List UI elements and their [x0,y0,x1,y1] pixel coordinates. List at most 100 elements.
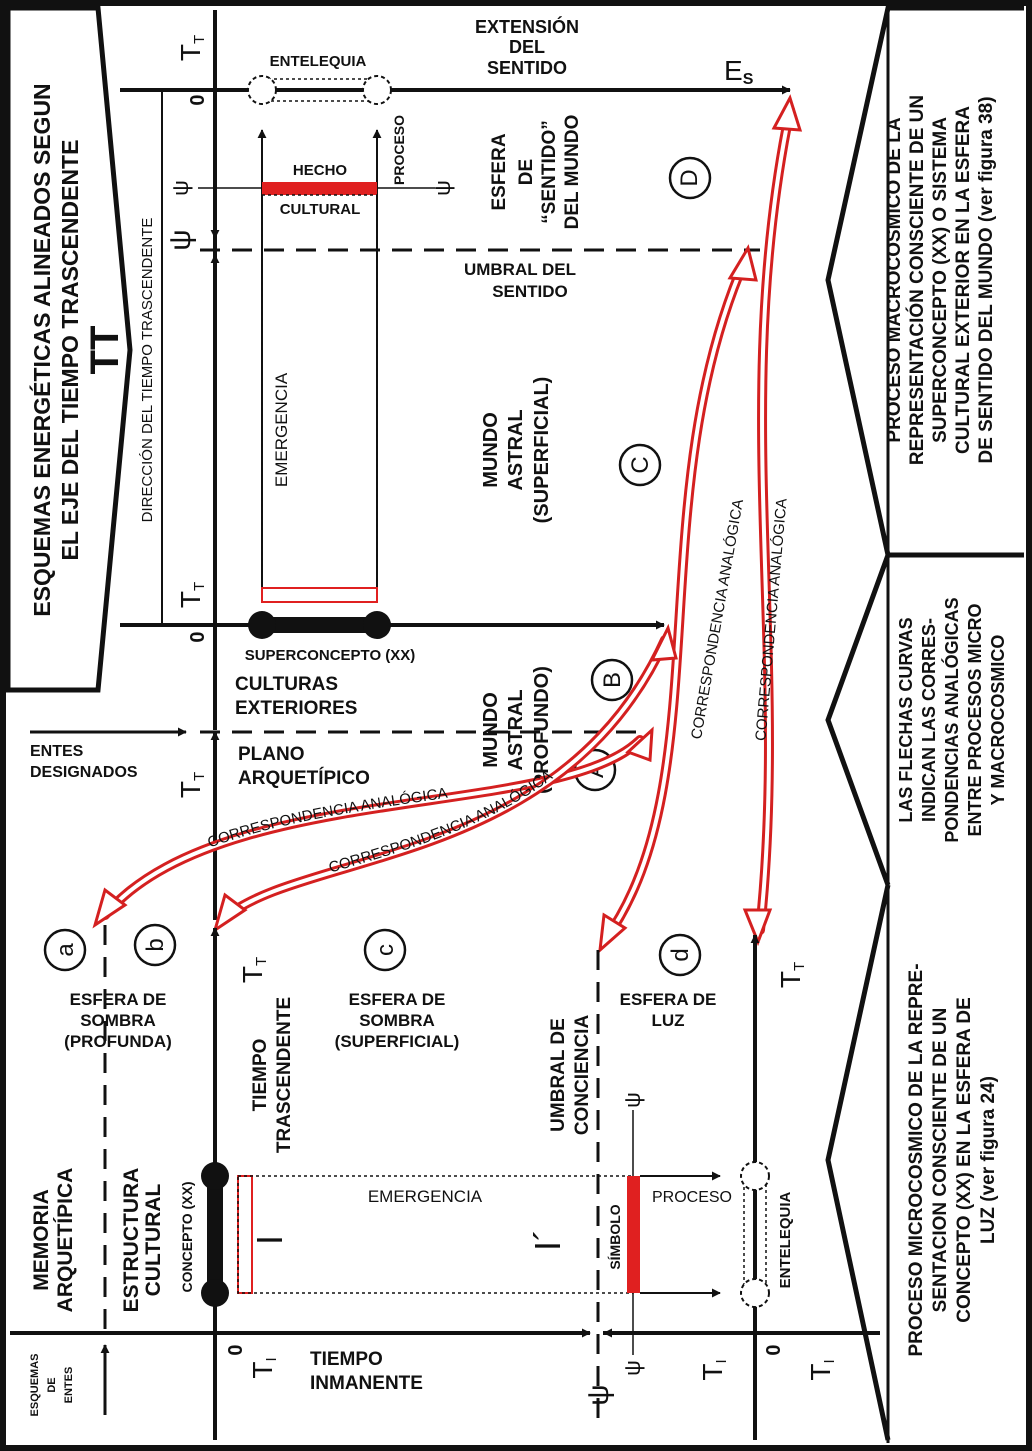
letter-b-circle [590,658,634,702]
superconcepto-bar [262,617,377,633]
svg-text:(SUPERFICIAL): (SUPERFICIAL) [531,377,553,524]
entes-designados-label: ENTES [30,743,84,760]
right-panel-line: Y MACROCOSMICO [988,635,1008,806]
right-panel-top [825,5,1024,558]
es-label: ES [724,55,754,88]
svg-text:(PROFUNDO): (PROFUNDO) [531,666,553,794]
svg-text:TI: TI [697,1359,730,1380]
correspondencia-label-3: CORRESPONDENCIA ANALÓGICA [688,498,747,741]
svg-text:B: B [599,672,626,688]
svg-text:SENTIDO: SENTIDO [492,282,568,301]
psi-umbral-upper: ψ [164,229,197,250]
svg-text:c: c [372,944,399,956]
umbral-sentido-label: UMBRAL DEL [464,260,576,279]
right-panel-line: PROCESO MICROCOSMICO DE LA REPRE- [906,963,927,1356]
title-panel [5,5,133,693]
right-panel-line: PROCESO MACROCOSMICO DE LA [884,117,905,442]
plano-arquetipico-label: PLANO [238,744,305,765]
esfera-luz-label: ESFERA DE [620,990,717,1009]
svg-text:b: b [142,938,169,951]
svg-text:TT: TT [175,582,208,608]
svg-text:TI: TI [247,1357,280,1378]
hecho-cultural-bar [262,182,377,195]
right-panel-line: DE SENTIDO DEL MUNDO (ver figura 38) [976,96,997,463]
emergencia-lower-label: EMERGENCIA [368,1187,483,1206]
concepto-label: CONCEPTO (XX) [179,1182,195,1293]
culturas-exteriores-label: CULTURAS [235,674,338,695]
svg-text:LUZ: LUZ [651,1011,684,1030]
esquemas-de-entes-label: ESQUEMAS [29,1354,41,1417]
svg-text:0: 0 [763,1344,785,1355]
superconcepto-label: SUPERCONCEPTO (XX) [245,647,416,664]
proceso-upper-label: PROCESO [391,115,407,185]
svg-text:ESFERA: ESFERA [489,133,510,210]
proceso-lower-label: PROCESO [652,1189,732,1206]
right-panel-line: LUZ (ver figura 24) [978,1076,999,1244]
psi-simbolo-bottom: ψ [620,1360,645,1376]
svg-text:TT: TT [237,957,270,983]
svg-text:INMANENTE: INMANENTE [310,1373,423,1394]
svg-text:SOMBRA: SOMBRA [359,1011,435,1030]
letter-c-lower-circle [363,928,407,972]
estructura-label: ESTRUCTURA [120,1168,143,1313]
ti-label-right: TI [805,1359,838,1380]
title-tt-symbol: TT [83,326,127,375]
title-line2: EL EJE DEL TIEMPO TRASCENDENTE [57,140,83,561]
simbolo-label: SÍMBOLO [607,1204,623,1269]
esfera-sentido-label: ESFERA [489,133,510,210]
svg-text:DE: DE [516,159,537,185]
svg-text:(PROFUNDA): (PROFUNDA) [64,1032,172,1051]
emergencia-upper-label: EMERGENCIA [272,372,291,487]
ti-label-left: TI [247,1357,280,1378]
svg-text:ASTRAL: ASTRAL [505,409,527,490]
svg-text:0: 0 [225,1344,247,1355]
svg-text:C: C [627,456,654,473]
letter-d-circle [668,156,712,200]
letter-b-lower-circle [133,923,177,967]
correspondence-arrowheads [92,94,803,954]
mundo-astral-prof-label: MUNDO [480,692,502,768]
mundo-astral-sup-label: MUNDO [480,412,502,488]
svg-text:CULTURAL: CULTURAL [142,1183,165,1296]
svg-text:SOMBRA: SOMBRA [80,1011,156,1030]
svg-text:0: 0 [187,94,209,105]
right-panel-line: REPRESENTACIÓN CONSCIENTE DE UN [906,95,928,465]
svg-text:SENTIDO: SENTIDO [487,58,567,78]
tiempo-trascendente-label: TIEMPO [250,1039,271,1112]
psi-simbolo-top: ψ [620,1092,645,1108]
svg-text:ASTRAL: ASTRAL [505,689,527,770]
svg-text:TRASCENDENTE: TRASCENDENTE [274,997,295,1153]
esfera-sombra-sup-label: ESFERA DE [349,990,446,1009]
emergencia-lower-box [237,1175,634,1294]
svg-text:DE: DE [46,1377,58,1392]
right-panel-line: INDICAN LAS CORRES- [919,618,939,822]
svg-text:DEL: DEL [509,37,545,57]
umbral-conciencia-label: UMBRAL DE [548,1018,569,1132]
svg-text:(SUPERFICIAL): (SUPERFICIAL) [335,1032,460,1051]
ti-label-mid: TI [697,1359,730,1380]
psi-umbral-lower: ψ [582,1384,615,1405]
memoria-label: MEMORIA [30,1189,53,1291]
letter-a-lower-circle [43,928,87,972]
right-panel-bottom [825,884,891,1441]
svg-text:EXTERIORES: EXTERIORES [235,698,357,719]
correspondencia-label-4: CORRESPONDENCIA ANALÓGICA [752,498,790,742]
svg-text:DESIGNADOS: DESIGNADOS [30,764,138,781]
title-line1: ESQUEMAS ENERGÉTICAS ALINEADOS SEGUN [28,83,55,616]
letter-c-circle [618,443,662,487]
svg-text:ENTES: ENTES [63,1367,75,1404]
tiempo-inmanente-label: TIEMPO [310,1349,383,1370]
svg-text:d: d [667,948,694,961]
correspondence-arrows [100,105,795,945]
right-panel-line: PONDENCIAS ANALÓGICAS [941,597,962,842]
hecho-label: HECHO [293,162,348,179]
letter-d-lower-circle [658,933,702,977]
right-panel-line: SENTACION CONSCIENTE DE UN [930,1008,951,1313]
right-panel-line: ENTRE PROCESOS MICRO [965,603,985,836]
right-panel-line: CULTURAL EXTERIOR EN LA ESFERA [953,106,974,454]
tt-label-top: TT [175,35,208,61]
